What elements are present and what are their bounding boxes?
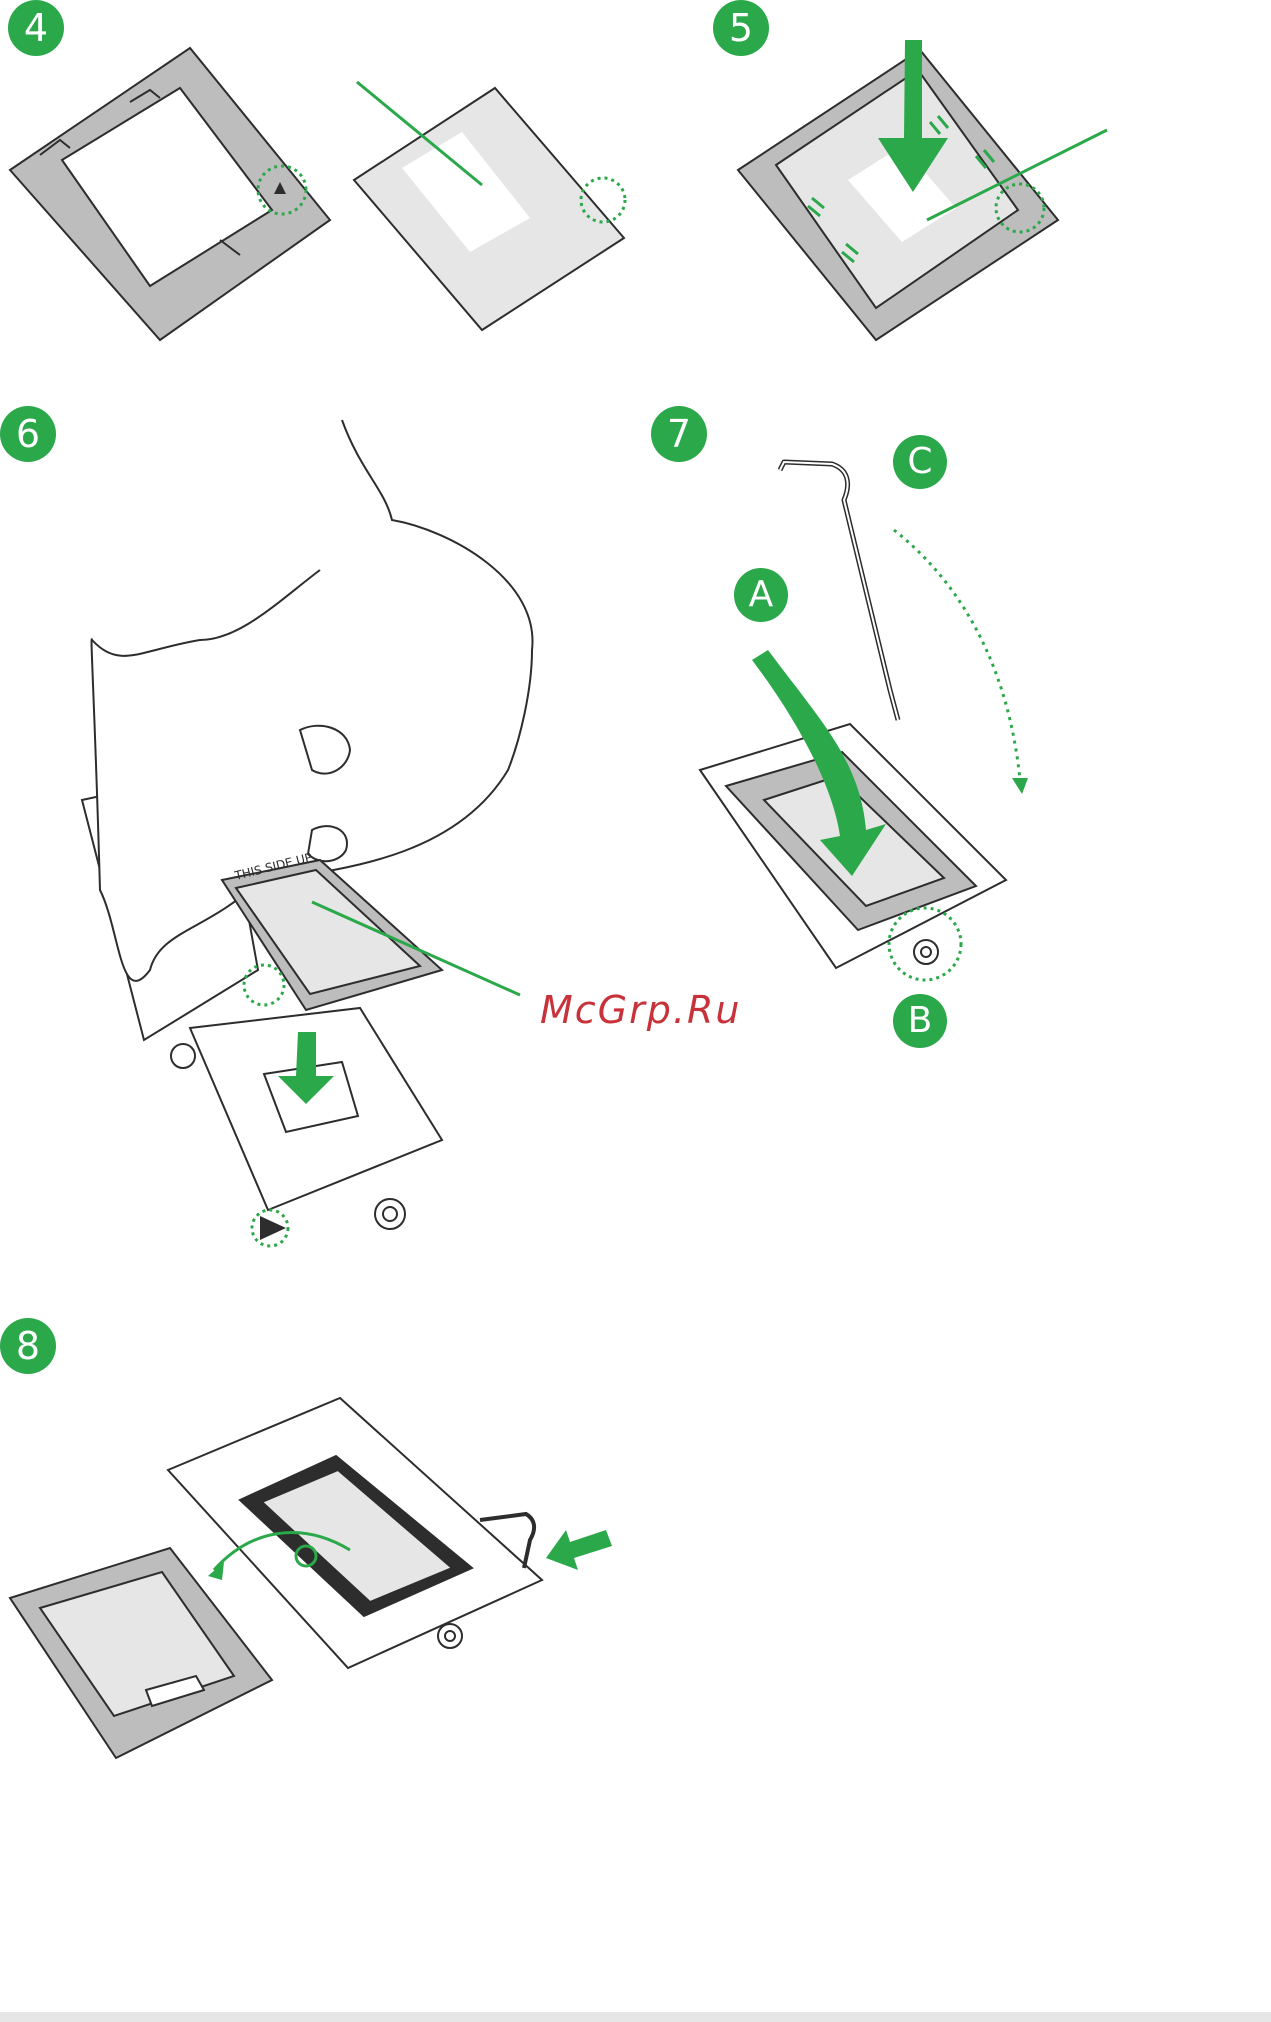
triangle-marker-icon <box>260 1216 286 1240</box>
step-4-illustration <box>0 40 680 360</box>
step-5-illustration <box>680 30 1271 360</box>
screw-icon <box>375 1199 405 1229</box>
load-lever <box>780 462 898 720</box>
cpu-chip <box>222 860 442 1010</box>
push-arrow-icon <box>546 1530 612 1570</box>
dotted-arrow-c <box>894 530 1020 780</box>
step-7-illustration <box>680 440 1271 1000</box>
step-8-badge: 8 <box>0 1318 56 1374</box>
alignment-marker <box>244 965 284 1005</box>
page-bottom-bar <box>0 2012 1271 2022</box>
removed-socket-cover <box>10 1548 272 1758</box>
step-6-illustration: THIS SIDE UP <box>0 410 680 1270</box>
socket-with-cpu <box>738 50 1058 340</box>
cpu-chip <box>354 88 624 330</box>
callout-b-badge: B <box>893 994 947 1048</box>
arrowhead-icon <box>1012 778 1028 794</box>
step-8-illustration <box>0 1380 680 1800</box>
